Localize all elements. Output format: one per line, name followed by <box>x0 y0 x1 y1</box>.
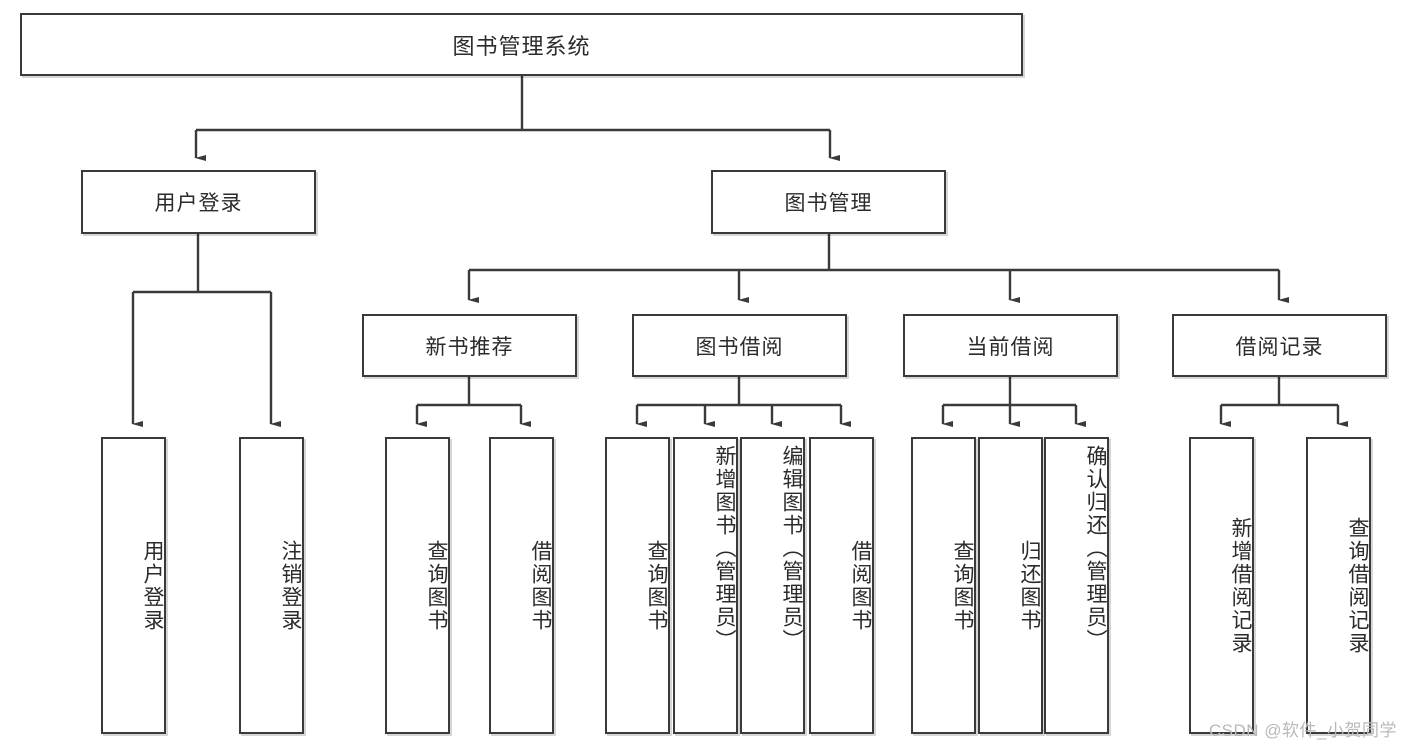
node-label: 图书管理 <box>784 192 873 215</box>
node-label: 用户登录 <box>154 192 243 215</box>
node-label: 借阅图书 <box>849 539 872 632</box>
leaf-book-borrow-add[interactable]: 新增图书（管理员） <box>673 437 738 734</box>
leaf-current-borrow-return[interactable]: 归还图书 <box>978 437 1043 734</box>
node-label: 归还图书 <box>1018 539 1041 632</box>
node-label: 借阅记录 <box>1235 335 1324 359</box>
node-label: 新增借阅记录 <box>1229 516 1252 655</box>
node-label: 查询图书 <box>645 539 668 632</box>
node-label: 查询图书 <box>951 539 974 632</box>
leaf-book-borrow-edit[interactable]: 编辑图书（管理员） <box>740 437 805 734</box>
node-current-borrow[interactable]: 当前借阅 <box>903 314 1118 377</box>
leaf-borrow-record-query[interactable]: 查询借阅记录 <box>1306 437 1371 734</box>
node-label: 编辑图书（管理员） <box>780 445 803 652</box>
node-borrow-record[interactable]: 借阅记录 <box>1172 314 1387 377</box>
leaf-user-login-signout[interactable]: 注销登录 <box>239 437 304 734</box>
leaf-new-book-query[interactable]: 查询图书 <box>385 437 450 734</box>
node-book-management[interactable]: 图书管理 <box>711 170 946 234</box>
node-label: 查询图书 <box>425 539 448 632</box>
leaf-current-borrow-query[interactable]: 查询图书 <box>911 437 976 734</box>
leaf-current-borrow-confirm-return[interactable]: 确认归还（管理员） <box>1044 437 1109 734</box>
node-label: 图书管理系统 <box>452 33 591 59</box>
leaf-new-book-borrow[interactable]: 借阅图书 <box>489 437 554 734</box>
node-label: 新增图书（管理员） <box>713 445 736 652</box>
node-label: 用户登录 <box>141 539 164 632</box>
node-user-login[interactable]: 用户登录 <box>81 170 316 234</box>
leaf-book-borrow-borrow[interactable]: 借阅图书 <box>809 437 874 734</box>
leaf-borrow-record-add[interactable]: 新增借阅记录 <box>1189 437 1254 734</box>
node-label: 借阅图书 <box>529 539 552 632</box>
node-label: 新书推荐 <box>425 335 514 359</box>
node-label: 当前借阅 <box>966 335 1055 359</box>
node-label: 确认归还（管理员） <box>1084 445 1107 652</box>
leaf-book-borrow-query[interactable]: 查询图书 <box>605 437 670 734</box>
node-label: 查询借阅记录 <box>1346 516 1369 655</box>
node-new-book-recommend[interactable]: 新书推荐 <box>362 314 577 377</box>
leaf-user-login-signin[interactable]: 用户登录 <box>101 437 166 734</box>
node-root-book-management-system[interactable]: 图书管理系统 <box>20 13 1023 76</box>
node-book-borrow[interactable]: 图书借阅 <box>632 314 847 377</box>
node-label: 注销登录 <box>279 539 302 632</box>
node-label: 图书借阅 <box>695 335 784 359</box>
